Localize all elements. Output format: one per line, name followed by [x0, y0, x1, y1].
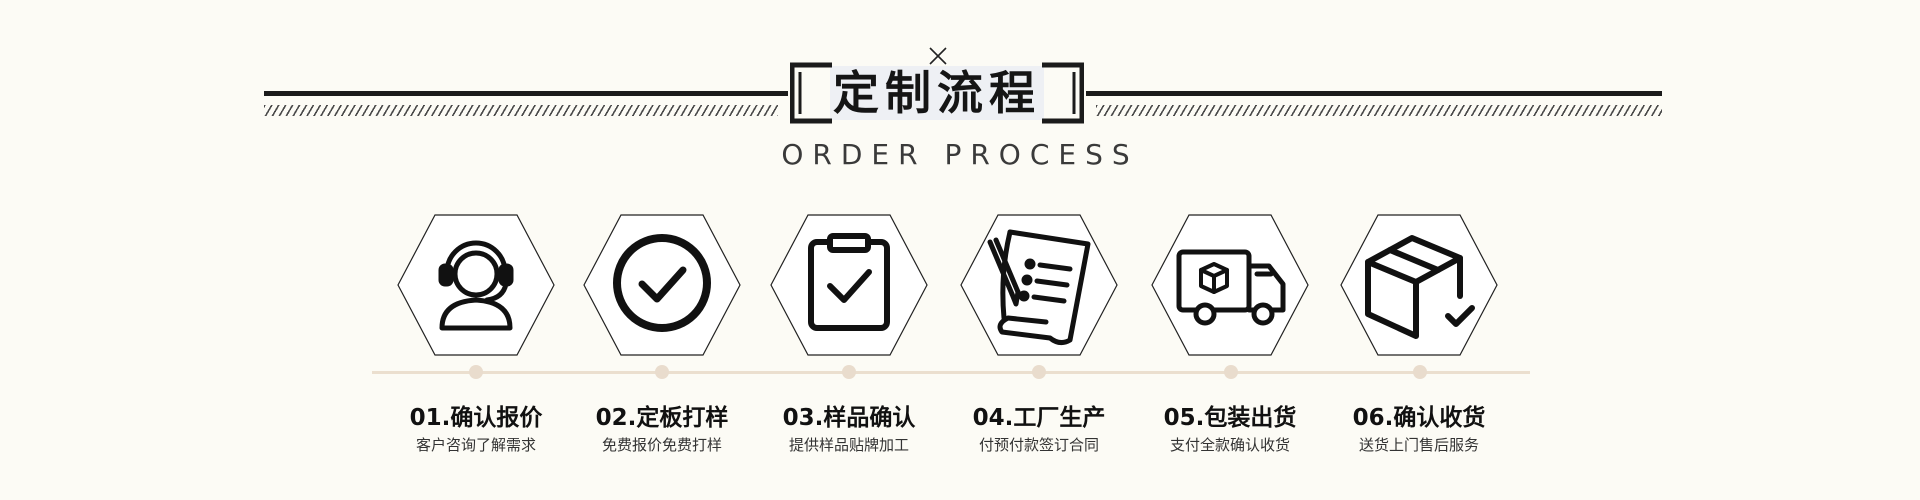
step-2-dot [655, 365, 669, 379]
step-3-hexagon [770, 214, 928, 356]
right-hatch-rule [1096, 105, 1662, 116]
step-6-desc: 送货上门售后服务 [1358, 436, 1479, 454]
step-1-hexagon [397, 214, 555, 356]
title-frame: 定制流程 [790, 62, 1084, 124]
cross-ornament-icon [929, 47, 947, 65]
clipboard-check-icon [808, 233, 890, 331]
step-4-hexagon [960, 214, 1118, 356]
package-received-icon [1365, 235, 1475, 339]
step-4-desc: 付预付款签订合同 [978, 436, 1099, 454]
customer-service-icon [438, 240, 514, 331]
step-3-dot [842, 365, 856, 379]
bracket-frame-icon [790, 62, 1084, 124]
step-5-hexagon [1151, 214, 1309, 356]
left-thick-rule [264, 91, 788, 96]
contract-signing-icon [987, 229, 1091, 346]
timeline-line [372, 371, 1530, 374]
step-6-title: 06.确认收货 [1352, 405, 1486, 431]
step-4-title: 04.工厂生产 [972, 405, 1106, 431]
step-3-title: 03.样品确认 [782, 405, 916, 431]
step-2-desc: 免费报价免费打样 [601, 436, 722, 454]
check-circle-icon [613, 234, 711, 332]
step-1-title: 01.确认报价 [409, 405, 543, 431]
step-1-dot [469, 365, 483, 379]
right-thick-rule [1086, 91, 1662, 96]
step-2-title: 02.定板打样 [595, 405, 729, 431]
step-6-dot [1413, 365, 1427, 379]
step-1-desc: 客户咨询了解需求 [415, 436, 536, 454]
step-4-dot [1032, 365, 1046, 379]
page-title: 定制流程 [833, 66, 1041, 120]
step-3-desc: 提供样品贴牌加工 [788, 436, 909, 454]
page-subtitle: ORDER PROCESS [781, 138, 1139, 171]
step-2-hexagon [583, 214, 741, 356]
step-5-dot [1224, 365, 1238, 379]
left-hatch-rule [264, 105, 778, 116]
step-5-title: 05.包装出货 [1163, 405, 1297, 431]
step-6-hexagon [1340, 214, 1498, 356]
step-5-desc: 支付全款确认收货 [1169, 436, 1290, 454]
delivery-truck-icon [1176, 249, 1286, 326]
